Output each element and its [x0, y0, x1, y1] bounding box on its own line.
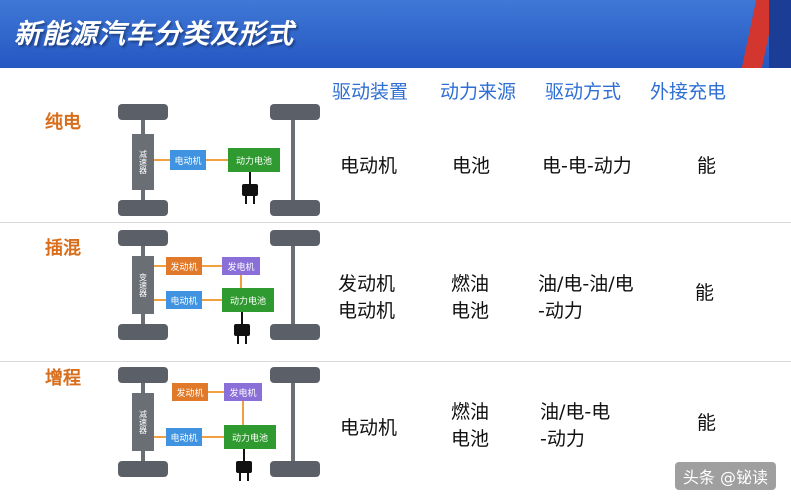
cell-drive-device-bev: 电动机	[340, 155, 398, 177]
battery-label: 动力电池	[230, 295, 266, 307]
tire	[118, 104, 168, 120]
column-header-power-source: 动力来源	[440, 81, 517, 103]
transmission-box	[132, 134, 154, 190]
row-divider	[0, 222, 791, 223]
watermark: 头条 @铋读	[674, 462, 776, 490]
tire	[270, 367, 320, 383]
cell-power-source-phev: 燃油 电池	[451, 273, 490, 322]
column-header-external-charging: 外接充电	[650, 81, 727, 103]
tire	[118, 200, 168, 216]
tire	[118, 367, 168, 383]
row-divider	[0, 361, 791, 362]
tire	[118, 230, 168, 246]
cell-external-charging-phev: 能	[695, 282, 715, 304]
motor-label: 电动机	[170, 432, 197, 444]
battery-box	[224, 425, 276, 449]
drivetrain-diagram-erev: 减速器 发动机 发电机 电动机 动力电池	[118, 367, 320, 481]
page-title: 新能源汽车分类及形式	[14, 19, 294, 50]
battery-box	[228, 148, 280, 172]
row-label-bev: 纯电	[45, 112, 81, 133]
engine-box	[172, 383, 208, 401]
charging-plug-icon	[242, 184, 258, 196]
column-header-drive-mode: 驱动方式	[545, 81, 622, 103]
cell-drive-mode-phev: 油/电-油/电 -动力	[538, 273, 634, 322]
transmission-label: 减速器	[139, 149, 148, 175]
cell-power-source-bev: 电池	[452, 155, 491, 177]
motor-label: 电动机	[174, 155, 201, 167]
transmission-box	[132, 393, 154, 451]
cell-drive-mode-erev: 油/电-电 -动力	[540, 401, 611, 450]
generator-label: 发电机	[229, 387, 256, 399]
drivetrain-diagram-phev: 变速器 发动机 发电机 电动机 动力电池	[118, 230, 320, 344]
cell-external-charging-erev: 能	[697, 412, 717, 434]
tire	[270, 230, 320, 246]
motor-box	[166, 428, 202, 446]
drivetrain-diagram-bev: 减速器 电动机 动力电池	[118, 104, 320, 216]
generator-label: 发电机	[227, 261, 254, 273]
tire	[118, 324, 168, 340]
tire	[270, 461, 320, 477]
transmission-label: 减速器	[139, 409, 148, 435]
tire	[270, 104, 320, 120]
generator-box	[222, 257, 260, 275]
cell-external-charging-bev: 能	[697, 155, 717, 177]
engine-label: 发动机	[170, 261, 197, 273]
cell-drive-device-phev: 发动机 电动机	[338, 273, 396, 322]
engine-label: 发动机	[176, 387, 203, 399]
motor-box	[166, 291, 202, 309]
header-accent-block	[769, 0, 791, 68]
header-banner: 新能源汽车分类及形式	[0, 0, 791, 68]
transmission-label: 变速器	[139, 272, 148, 298]
row-label-erev: 增程	[45, 368, 81, 389]
cell-power-source-erev: 燃油 电池	[451, 401, 490, 450]
column-header-drive-device: 驱动装置	[332, 81, 409, 103]
charging-plug-icon	[234, 324, 250, 336]
cell-drive-device-erev: 电动机	[340, 417, 398, 439]
motor-box	[170, 150, 206, 170]
battery-label: 动力电池	[232, 432, 268, 444]
engine-box	[166, 257, 202, 275]
tire	[270, 324, 320, 340]
cell-drive-mode-bev: 电-电-动力	[542, 155, 632, 177]
transmission-box	[132, 256, 154, 314]
row-label-phev: 插混	[45, 238, 81, 259]
battery-box	[222, 288, 274, 312]
tire	[270, 200, 320, 216]
charging-plug-icon	[236, 461, 252, 473]
battery-label: 动力电池	[236, 155, 272, 167]
motor-label: 电动机	[170, 295, 197, 307]
generator-box	[224, 383, 262, 401]
tire	[118, 461, 168, 477]
